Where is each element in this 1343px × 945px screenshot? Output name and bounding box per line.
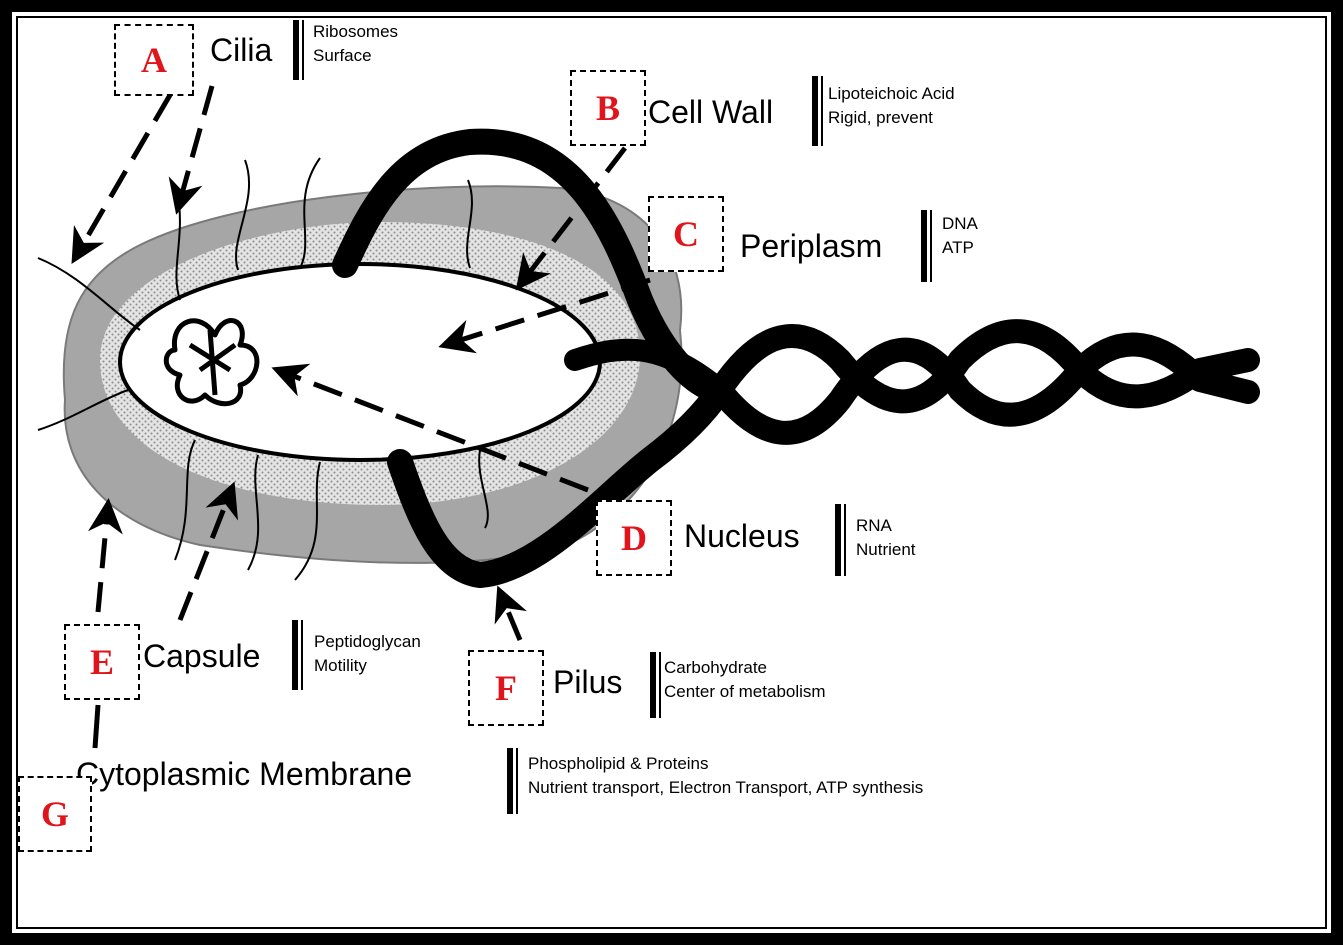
desc-line: Lipoteichoic Acid [828, 82, 955, 106]
desc-line: Motility [314, 654, 421, 678]
label-term-cell-wall: Cell Wall [648, 96, 773, 128]
desc-line: Carbohydrate [664, 656, 826, 680]
label-letter-a: A [141, 39, 167, 81]
label-box-d: D [596, 500, 672, 576]
label-letter-e: E [90, 641, 114, 683]
label-box-e: E [64, 624, 140, 700]
divider-bars-c [921, 210, 933, 282]
label-desc-f: Carbohydrate Center of metabolism [664, 656, 826, 704]
label-term-pilus: Pilus [553, 666, 622, 698]
cytoplasm-ellipse [120, 264, 600, 460]
desc-line: Center of metabolism [664, 680, 826, 704]
pointer-line-g [95, 705, 98, 748]
label-box-g: G [18, 776, 92, 852]
label-desc-g: Phospholipid & Proteins Nutrient transpo… [528, 752, 923, 800]
desc-line: Nutrient transport, Electron Transport, … [528, 776, 923, 800]
label-term-cytoplasmic-membrane: Cytoplasmic Membrane [76, 758, 412, 790]
label-letter-g: G [41, 793, 69, 835]
label-box-f: F [468, 650, 544, 726]
label-term-cilia: Cilia [210, 34, 272, 66]
label-desc-d: RNA Nutrient [856, 514, 916, 562]
desc-line: RNA [856, 514, 916, 538]
divider-bars-g [507, 748, 519, 814]
divider-bars-f [650, 652, 662, 718]
desc-line: Phospholipid & Proteins [528, 752, 923, 776]
label-letter-d: D [621, 517, 647, 559]
label-term-capsule: Capsule [143, 640, 260, 672]
label-term-periplasm: Periplasm [740, 230, 882, 262]
label-box-a: A [114, 24, 194, 96]
desc-line: ATP [942, 236, 978, 260]
label-letter-c: C [673, 213, 699, 255]
label-box-b: B [570, 70, 646, 146]
desc-line: Surface [313, 44, 398, 68]
divider-bars-a [293, 20, 305, 80]
label-desc-c: DNA ATP [942, 212, 978, 260]
label-term-nucleus: Nucleus [684, 520, 800, 552]
divider-bars-e [292, 620, 304, 690]
desc-line: Rigid, prevent [828, 106, 955, 130]
label-box-c: C [648, 196, 724, 272]
desc-line: Peptidoglycan [314, 630, 421, 654]
desc-line: Ribosomes [313, 20, 398, 44]
label-desc-e: Peptidoglycan Motility [314, 630, 421, 678]
label-desc-a: Ribosomes Surface [313, 20, 398, 68]
desc-line: DNA [942, 212, 978, 236]
label-letter-f: F [495, 667, 517, 709]
desc-line: Nutrient [856, 538, 916, 562]
label-letter-b: B [596, 87, 620, 129]
divider-bars-d [835, 504, 847, 576]
divider-bars-b [812, 76, 824, 146]
label-desc-b: Lipoteichoic Acid Rigid, prevent [828, 82, 955, 130]
